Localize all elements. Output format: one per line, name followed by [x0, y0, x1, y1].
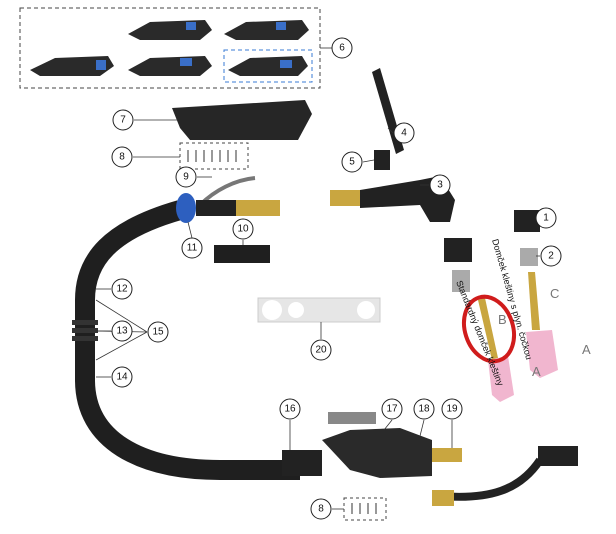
callout-7: 7	[112, 109, 134, 131]
screws-box-bottom	[343, 497, 387, 521]
handle-variant	[128, 20, 212, 40]
short-cap	[374, 150, 390, 170]
screws	[187, 150, 237, 162]
insulator	[444, 238, 472, 262]
cable-end	[196, 200, 236, 216]
callout-16: 16	[279, 398, 301, 420]
svg-text:6: 6	[339, 43, 345, 54]
collet	[452, 270, 470, 292]
letter-a-right: A	[582, 342, 591, 357]
callout-11: 11	[181, 237, 203, 259]
svg-text:17: 17	[386, 404, 398, 415]
svg-text:11: 11	[187, 243, 198, 254]
handle-variant	[224, 20, 309, 40]
handle-variants	[30, 20, 309, 76]
insulator-1	[514, 210, 540, 232]
svg-text:8: 8	[119, 152, 125, 163]
letter-c: C	[550, 286, 559, 301]
connector-body	[322, 428, 432, 478]
svg-text:2: 2	[548, 251, 554, 262]
handle-variant	[30, 56, 114, 76]
adapter-cable	[439, 457, 544, 501]
callout-17: 17	[381, 398, 403, 420]
handle-variant	[128, 56, 212, 76]
adapter-nut	[432, 490, 454, 506]
callout-14: 14	[111, 366, 133, 388]
svg-text:9: 9	[183, 172, 189, 183]
svg-text:3: 3	[437, 180, 443, 191]
gas-lens-collet-2	[520, 248, 538, 266]
letter-a-left: A	[532, 364, 541, 379]
gas-connector	[328, 412, 376, 424]
svg-text:15: 15	[152, 327, 164, 338]
callout-12: 12	[111, 278, 133, 300]
svg-text:12: 12	[116, 284, 128, 295]
svg-text:20: 20	[315, 345, 327, 356]
selected-handle-box	[223, 49, 313, 83]
wrench	[257, 297, 381, 323]
callout-10: 10	[232, 218, 254, 240]
callout-6: 6	[331, 37, 353, 59]
handle-variant	[228, 56, 308, 76]
callout-20: 20	[310, 339, 332, 361]
callout-19: 19	[441, 398, 463, 420]
nozzle-a-right	[526, 330, 558, 378]
svg-text:1: 1	[543, 213, 549, 224]
svg-text:4: 4	[401, 128, 407, 139]
power-pin	[432, 448, 462, 462]
svg-text:19: 19	[446, 404, 458, 415]
leader-lines	[95, 47, 540, 510]
strain-relief	[282, 450, 322, 476]
callout-3: 3	[429, 174, 451, 196]
handle	[172, 100, 312, 140]
adapter-connector	[538, 446, 578, 466]
callout-8-top: 8	[111, 146, 133, 168]
callout-9: 9	[175, 166, 197, 188]
callout-18: 18	[413, 398, 435, 420]
blue-nut	[176, 193, 196, 223]
callout-15: 15	[147, 321, 169, 343]
callout-2: 2	[540, 245, 562, 267]
svg-text:7: 7	[120, 115, 126, 126]
nozzle-a-left	[488, 356, 514, 402]
cable-rings	[72, 320, 98, 341]
callout-4: 4	[393, 122, 415, 144]
svg-text:16: 16	[284, 404, 296, 415]
callout-8-bottom: 8	[310, 498, 332, 520]
svg-text:13: 13	[116, 326, 128, 337]
torch-body-thread	[330, 190, 360, 206]
screws-box	[179, 142, 249, 170]
svg-text:18: 18	[418, 404, 430, 415]
cable	[75, 200, 300, 480]
svg-text:8: 8	[318, 504, 324, 515]
svg-text:10: 10	[237, 224, 249, 235]
sleeve	[214, 245, 270, 263]
callout-5: 5	[341, 151, 363, 173]
callout-13: 13	[111, 320, 133, 342]
standard-collet-body	[478, 298, 498, 360]
callout-1: 1	[535, 207, 557, 229]
highlight-ring	[462, 294, 516, 364]
letter-b: B	[498, 312, 507, 327]
brass-fitting	[236, 200, 280, 216]
svg-text:14: 14	[116, 372, 128, 383]
svg-text:5: 5	[349, 157, 355, 168]
gas-lens-collet-body	[528, 272, 540, 330]
